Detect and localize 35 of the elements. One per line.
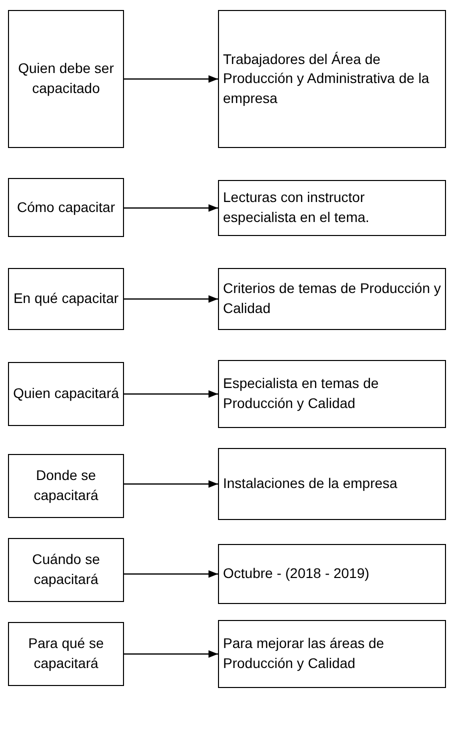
answer-text: Lecturas con instructor especialista en el tema.: [223, 188, 370, 227]
arrow: [124, 570, 218, 578]
question-text: En qué capacitar: [13, 289, 119, 308]
question-box: [8, 622, 124, 686]
arrow: [124, 75, 218, 83]
answer-text: Para mejorar las áreas de Producción y Calidad: [223, 634, 386, 673]
answer-box: [218, 10, 446, 148]
answer-text: Instalaciones de la empresa: [223, 474, 398, 494]
question-text: Para qué se capacitará: [27, 634, 105, 673]
question-box: [8, 538, 124, 602]
answer-box: [218, 620, 446, 688]
arrow: [124, 295, 218, 303]
answer-box: [218, 268, 446, 330]
answer-text: Especialista en temas de Producción y Calidad: [223, 374, 380, 413]
question-box: [8, 178, 124, 237]
answer-box: [218, 448, 446, 520]
answer-text: Criterios de temas de Producción y Calidad: [223, 279, 441, 318]
question-text: Quien debe ser capacitado: [17, 59, 115, 98]
answer-text: Trabajadores del Área de Producción y Administrativa de la empresa: [223, 50, 430, 108]
answer-text: Octubre - (2018 - 2019): [223, 564, 370, 584]
arrow: [124, 204, 218, 212]
question-text: Cómo capacitar: [16, 198, 116, 217]
question-text: Cuándo se capacitará: [31, 550, 101, 589]
arrow: [124, 480, 218, 488]
answer-box: [218, 180, 446, 236]
question-text: Quien capacitará: [13, 384, 119, 404]
answer-box: [218, 544, 446, 604]
question-text: Donde se capacitará: [32, 466, 100, 505]
question-box: [8, 268, 124, 330]
question-box: [8, 362, 124, 426]
arrow: [124, 390, 218, 398]
arrow: [124, 650, 218, 658]
question-box: [8, 10, 124, 148]
question-box: [8, 454, 124, 518]
answer-box: [218, 360, 446, 428]
